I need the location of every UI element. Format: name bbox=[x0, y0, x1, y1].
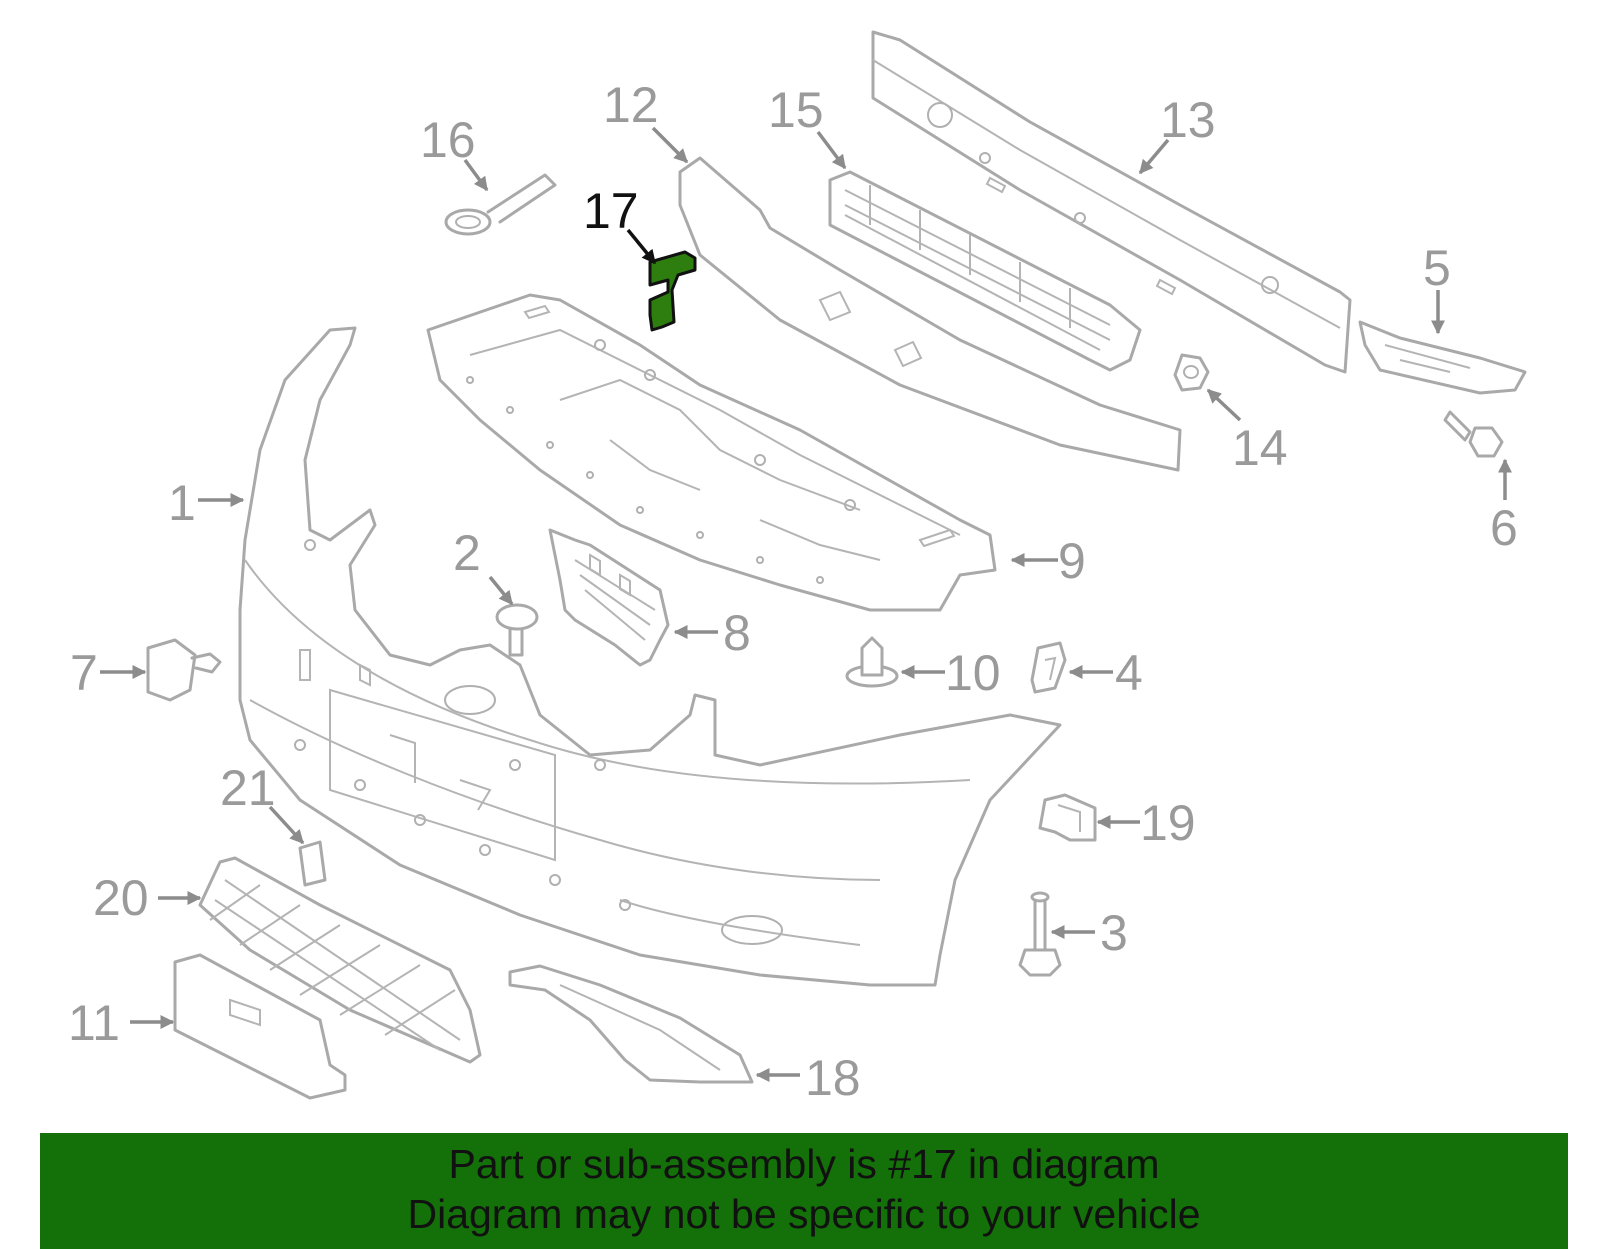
callout-16: 16 bbox=[420, 112, 476, 168]
callout-5: 5 bbox=[1423, 240, 1451, 296]
part-10-clip bbox=[845, 636, 899, 688]
part-9-undercover bbox=[426, 293, 997, 612]
callout-20: 20 bbox=[93, 870, 149, 926]
callout-12: 12 bbox=[603, 77, 659, 133]
callout-1: 1 bbox=[168, 475, 196, 531]
callout-15: 15 bbox=[768, 82, 824, 138]
part-16-tow-hook bbox=[444, 173, 557, 236]
part-14-nut bbox=[1173, 353, 1210, 392]
callout-14: 14 bbox=[1232, 420, 1288, 476]
part-7-cap bbox=[146, 638, 222, 702]
footer-banner: Part or sub-assembly is #17 in diagram D… bbox=[40, 1133, 1568, 1249]
part-15-absorber bbox=[828, 170, 1142, 372]
callout-labels: 12 15 13 16 17 5 14 6 1 9 2 8 7 10 4 21 … bbox=[68, 77, 1518, 1106]
callout-2: 2 bbox=[453, 525, 481, 581]
part-20-grille bbox=[198, 856, 482, 1064]
part-4-bracket bbox=[1030, 641, 1067, 694]
callout-9: 9 bbox=[1058, 533, 1086, 589]
part-12-foam bbox=[678, 156, 1182, 472]
callout-19: 19 bbox=[1140, 795, 1196, 851]
callout-11: 11 bbox=[68, 995, 120, 1051]
footer-line-disclaimer: Diagram may not be specific to your vehi… bbox=[407, 1191, 1201, 1237]
part-17-bracket bbox=[648, 250, 697, 332]
callout-13: 13 bbox=[1160, 92, 1216, 148]
callout-4: 4 bbox=[1115, 645, 1143, 701]
part-11-plate-bracket bbox=[173, 953, 347, 1100]
part-18-molding bbox=[508, 964, 754, 1084]
callout-3: 3 bbox=[1100, 905, 1128, 961]
part-2-clip bbox=[495, 603, 539, 657]
part-13-reinforcement bbox=[871, 30, 1352, 374]
part-1-bumper-cover bbox=[238, 326, 1062, 987]
callout-8: 8 bbox=[723, 605, 751, 661]
callout-6: 6 bbox=[1490, 500, 1518, 556]
callout-18: 18 bbox=[805, 1050, 861, 1106]
callout-10: 10 bbox=[945, 645, 1001, 701]
footer-line-part-number: Part or sub-assembly is #17 in diagram bbox=[448, 1141, 1160, 1187]
part-21-clip bbox=[298, 840, 327, 887]
part-3-bolt bbox=[1018, 891, 1062, 977]
part-5-bracket bbox=[1358, 320, 1527, 395]
callout-17-highlighted: 17 bbox=[583, 183, 639, 239]
part-6-bolt bbox=[1443, 410, 1504, 458]
part-19-clip bbox=[1038, 793, 1097, 842]
callout-21: 21 bbox=[220, 760, 276, 816]
parts-diagram: 12 15 13 16 17 5 14 6 1 9 2 8 7 10 4 21 … bbox=[68, 30, 1527, 1106]
leader-lines bbox=[100, 126, 1512, 1082]
callout-7: 7 bbox=[70, 645, 98, 701]
part-8-bracket bbox=[548, 528, 670, 667]
